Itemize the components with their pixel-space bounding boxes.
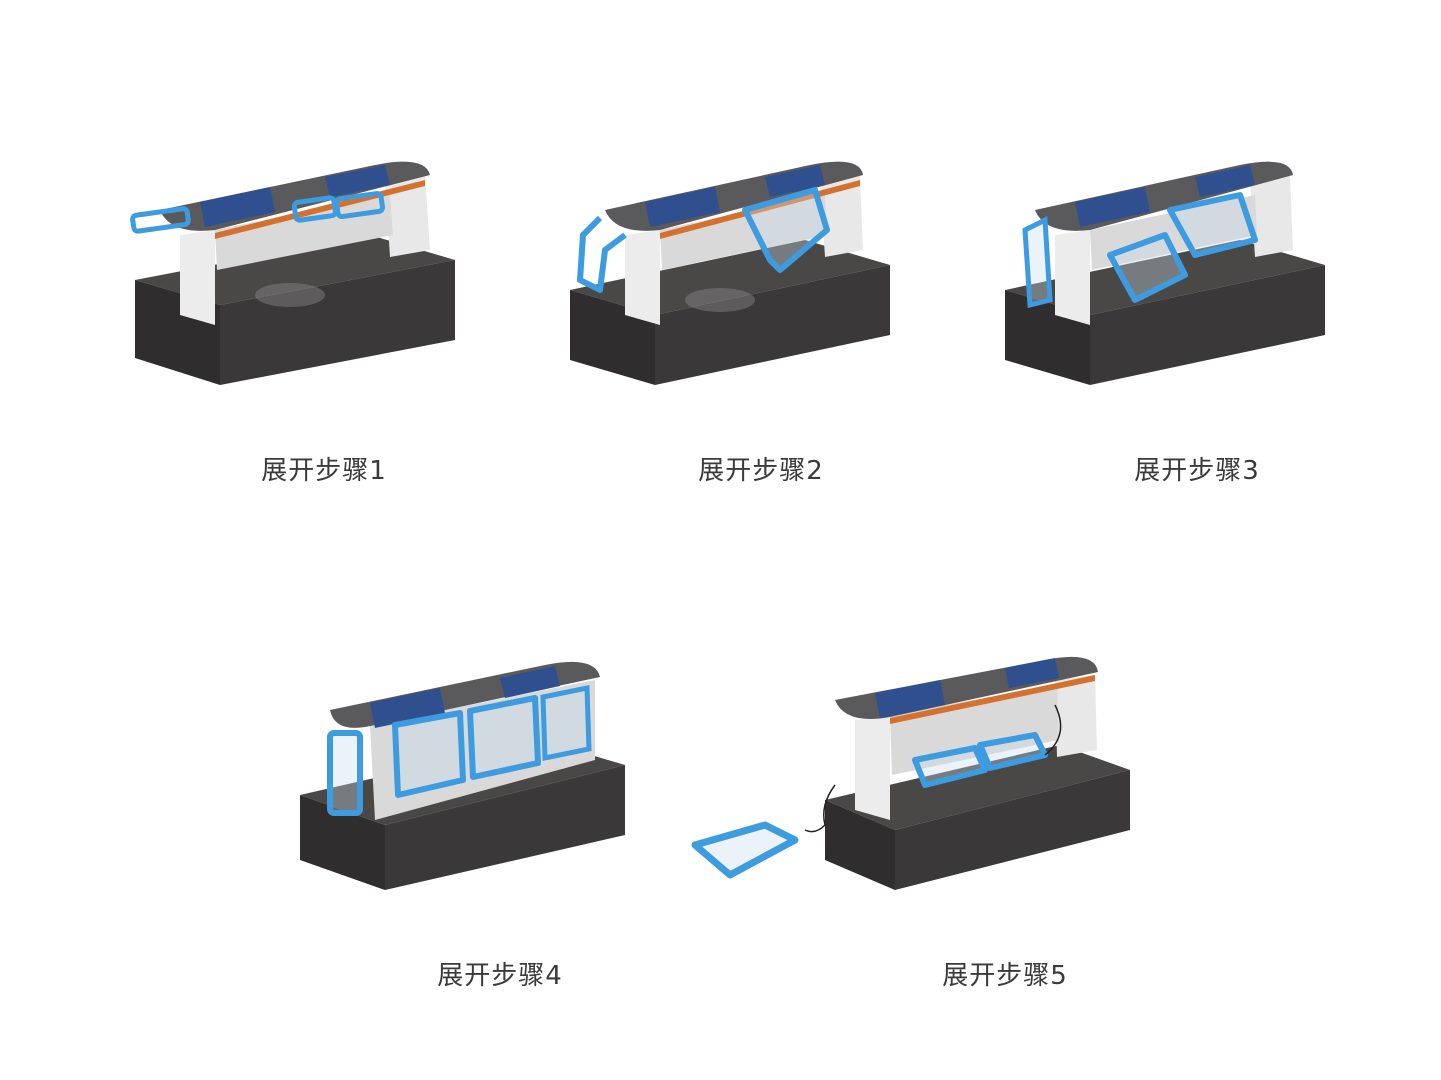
folded-frame [333, 191, 386, 220]
platform-side [220, 260, 455, 385]
platform-top [825, 745, 1130, 830]
shelter-back-wall [1090, 195, 1257, 270]
folded-frame [130, 206, 191, 234]
step-5-illustration [685, 645, 1145, 905]
solar-panel [325, 165, 390, 197]
solar-panel [1195, 165, 1255, 197]
closed-side-panel [327, 730, 363, 816]
shelter-right-wall [1055, 675, 1097, 757]
solar-panel [645, 187, 720, 227]
shelter-left-wall [180, 230, 215, 325]
solar-panel [1075, 187, 1150, 227]
shelter-model-step-5 [691, 656, 1130, 890]
rotating-frame [1167, 192, 1258, 258]
rotating-frame [1107, 232, 1188, 303]
solar-panel [200, 187, 275, 227]
platform-front [825, 800, 895, 890]
solar-panel [765, 165, 825, 197]
platform-side [655, 265, 890, 385]
shelter-model-step-3 [1005, 161, 1325, 385]
shelter-left-wall [1055, 230, 1090, 325]
shelter-left-wall [625, 230, 660, 325]
solar-panel [500, 666, 560, 698]
shelter-model-step-4 [300, 661, 625, 890]
side-frame [1022, 216, 1053, 309]
roof-trim [660, 180, 860, 239]
platform-side [1090, 265, 1325, 385]
solar-panel [875, 680, 945, 718]
step-4-illustration [295, 645, 635, 905]
step-4-caption: 展开步骤4 [437, 961, 563, 991]
closed-front-panel [540, 684, 592, 762]
detached-raft-frame [691, 821, 799, 879]
platform-side [385, 765, 625, 890]
solar-panel [370, 688, 445, 728]
shelter-back-wall [660, 195, 827, 270]
shelter-right-wall [820, 175, 863, 257]
step-3-illustration [995, 140, 1335, 400]
shelter-right-wall [385, 175, 430, 257]
step-1-caption: 展开步骤1 [261, 456, 387, 486]
step-2-caption: 展开步骤2 [698, 456, 824, 486]
step-5-caption: 展开步骤5 [942, 961, 1068, 991]
solar-panel [1005, 658, 1059, 688]
unfolding-frame [577, 215, 627, 293]
shelter-left-wall [855, 715, 890, 820]
step-3-caption: 展开步骤3 [1134, 456, 1260, 486]
shelter-right-wall [1250, 175, 1293, 257]
tether-rope [1044, 704, 1062, 756]
tether-rope [804, 784, 836, 833]
step-1-illustration [125, 140, 465, 400]
shelter-model-step-2 [570, 161, 890, 385]
floating-frame [912, 745, 988, 788]
platform-side [895, 770, 1130, 890]
platform-front [300, 795, 385, 890]
shelter-model-step-1 [130, 161, 455, 385]
step-2-illustration [565, 140, 905, 400]
roof-trim [890, 675, 1095, 724]
closed-front-panel [392, 710, 466, 798]
closed-front-panel [467, 695, 541, 780]
unfolding-frame [742, 187, 830, 273]
